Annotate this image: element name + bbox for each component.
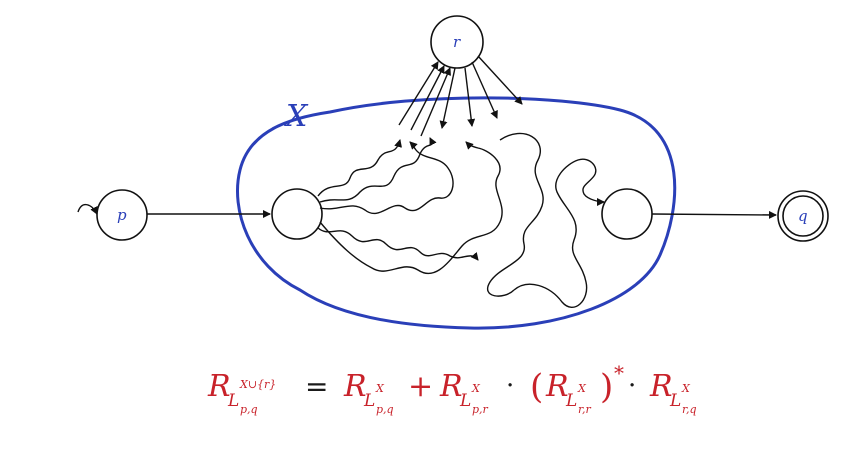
squiggly-paths	[317, 132, 605, 309]
formula-term2-R: R	[439, 369, 463, 404]
state-q-label: q	[798, 207, 808, 225]
formula-term2-sub: p,r	[472, 403, 489, 416]
state-p: p	[96, 189, 148, 241]
formula-term2-sup: X	[471, 382, 481, 395]
formula: R L X∪{r} p,q = R L X p,q + R L X p,r · …	[207, 361, 697, 416]
set-x-outline	[236, 96, 677, 330]
formula-term1-L: L	[363, 391, 375, 411]
formula-term3-sub: r,r	[578, 403, 592, 416]
formula-dot-2: ·	[628, 371, 636, 401]
formula-term4-sup: X	[681, 382, 691, 395]
formula-term3-L: L	[565, 391, 577, 411]
formula-lhs-R: R	[207, 369, 231, 404]
formula-term4-R: R	[649, 369, 673, 404]
formula-star: *	[614, 361, 624, 385]
edges-to-and-from-r	[398, 55, 523, 137]
formula-term2-L: L	[459, 391, 471, 411]
formula-rparen: )	[600, 367, 613, 407]
formula-term3-sup: X	[577, 382, 587, 395]
start-arrow	[77, 204, 98, 215]
formula-term4-sub: r,q	[682, 403, 697, 416]
formula-lhs-sub: p,q	[240, 403, 258, 416]
edge-exit-to-q	[651, 210, 777, 219]
inner-exit-state	[601, 188, 653, 240]
formula-lparen: (	[530, 367, 543, 407]
state-r-label: r	[453, 33, 461, 51]
formula-term4-L: L	[669, 391, 681, 411]
formula-plus: +	[408, 369, 433, 404]
formula-lhs-sup: X∪{r}	[239, 378, 276, 391]
state-p-label: p	[117, 206, 127, 224]
state-q: q	[777, 190, 829, 242]
state-r: r	[430, 15, 484, 69]
formula-term1-sub: p,q	[376, 403, 394, 416]
formula-term3-R: R	[545, 369, 569, 404]
formula-equals: =	[305, 370, 328, 403]
formula-dot-1: ·	[506, 371, 514, 401]
formula-term1-sup: X	[375, 382, 385, 395]
inner-entry-state	[271, 188, 323, 240]
set-x-label: X	[284, 99, 309, 134]
formula-lhs-L: L	[227, 391, 239, 411]
formula-term1-R: R	[343, 369, 367, 404]
